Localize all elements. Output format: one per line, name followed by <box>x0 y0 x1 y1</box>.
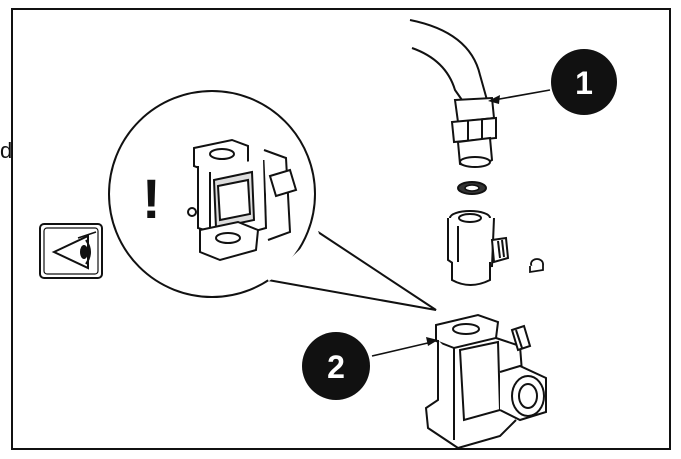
stray-letter: d <box>0 138 13 163</box>
callout-circle-2 <box>302 332 370 400</box>
callout-leader-2 <box>371 337 438 357</box>
hose <box>409 19 488 101</box>
screw <box>529 258 544 274</box>
o-ring <box>457 181 487 195</box>
warning-exclamation: ! <box>142 167 161 230</box>
callout-leader-1 <box>488 89 551 104</box>
diagram-frame <box>11 8 671 450</box>
eye-inspection-icon <box>39 223 103 279</box>
adapter-fitting <box>447 210 510 286</box>
valve-body <box>424 313 547 450</box>
detail-valve <box>187 138 298 262</box>
callout-label-1: 1 <box>575 65 593 101</box>
hose-fitting <box>450 96 497 168</box>
callout-label-2: 2 <box>327 349 345 385</box>
callout-circle-1 <box>551 49 617 115</box>
